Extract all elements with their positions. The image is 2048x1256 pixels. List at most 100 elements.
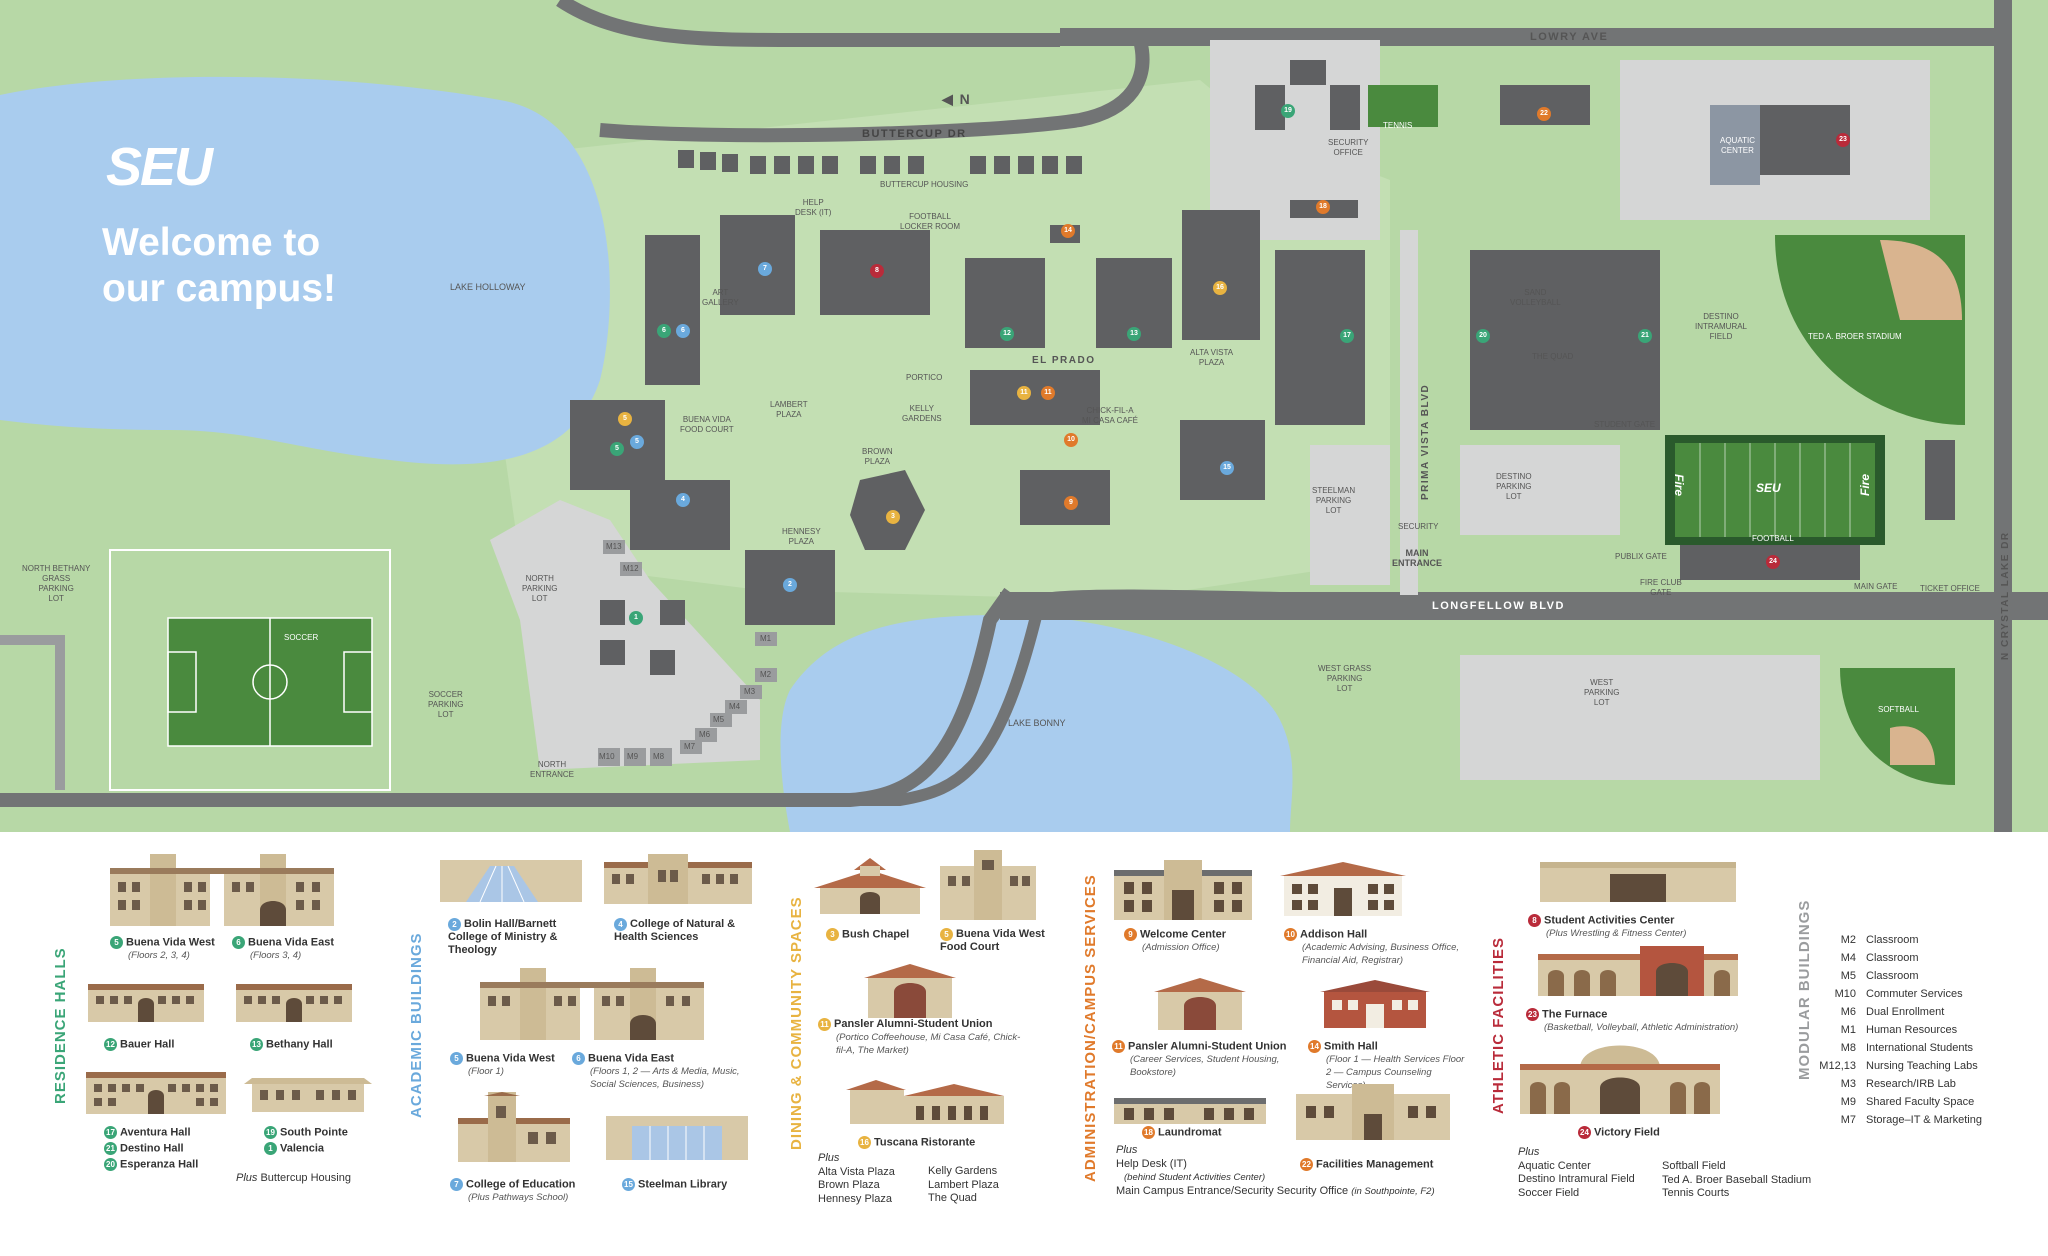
- label-student-gate: STUDENT GATE: [1594, 420, 1656, 429]
- modular-code: M4: [1840, 952, 1856, 964]
- modular-label: M10: [599, 752, 615, 761]
- campus-map-canvas: [0, 0, 2048, 832]
- map-badge-20[interactable]: 20: [1476, 329, 1490, 343]
- map-badge-19[interactable]: 19: [1281, 104, 1295, 118]
- bauer-hall-illustration: [88, 984, 204, 1022]
- map-badge-6-academic[interactable]: 6: [676, 324, 690, 338]
- badge: 5: [110, 936, 123, 949]
- plaza-name: Alta Vista Plaza: [818, 1165, 895, 1178]
- item-sub: (Plus Pathways School): [468, 1192, 569, 1204]
- label-softball: SOFTBALL: [1878, 705, 1919, 714]
- map-badge-24[interactable]: 24: [1766, 555, 1780, 569]
- badge: 11: [818, 1018, 831, 1031]
- map-badge-5-academic[interactable]: 5: [630, 435, 644, 449]
- steelman-library-illustration: [606, 1116, 748, 1160]
- item-name: Aventura Hall: [120, 1126, 191, 1139]
- victory-field-illustration: [1520, 1045, 1720, 1114]
- north-label: N: [959, 91, 972, 107]
- map-badge-10[interactable]: 10: [1064, 433, 1078, 447]
- map-badge-11-admin[interactable]: 11: [1041, 386, 1055, 400]
- label-soccer-lot: SOCCER PARKING LOT: [428, 690, 464, 719]
- map-badge-5[interactable]: 5: [610, 442, 624, 456]
- label-west-lot: WEST PARKING LOT: [1584, 678, 1620, 707]
- map-badge-6[interactable]: 6: [657, 324, 671, 338]
- map-badge-21[interactable]: 21: [1638, 329, 1652, 343]
- map-badge-18[interactable]: 18: [1316, 200, 1330, 214]
- map-badge-14[interactable]: 14: [1061, 224, 1075, 238]
- map-badge-15[interactable]: 15: [1220, 461, 1234, 475]
- map-badge-22[interactable]: 22: [1537, 107, 1551, 121]
- campus-map[interactable]: SEU Welcome to our campus! LOWRY AVE BUT…: [0, 0, 2048, 832]
- item-name: Addison Hall: [1300, 928, 1368, 941]
- smith-hall-illustration: [1320, 980, 1430, 1028]
- label-aquatic: AQUATIC CENTER: [1720, 136, 1755, 155]
- map-badge-8[interactable]: 8: [870, 264, 884, 278]
- map-badge-12[interactable]: 12: [1000, 327, 1014, 341]
- item-name: Bauer Hall: [120, 1038, 175, 1051]
- item-sub: (Plus Wrestling & Fitness Center): [1546, 928, 1687, 940]
- item-name: Buena Vida West Food Court: [940, 928, 1045, 953]
- map-badge-11-dining[interactable]: 11: [1017, 386, 1031, 400]
- item-name: College of Natural & Health Sciences: [614, 918, 736, 943]
- map-badge-13[interactable]: 13: [1127, 327, 1141, 341]
- item-name: Laundromat: [1158, 1126, 1222, 1139]
- map-badge-16[interactable]: 16: [1213, 281, 1227, 295]
- map-badge-17[interactable]: 17: [1340, 329, 1354, 343]
- item-name: The Furnace: [1542, 1008, 1608, 1021]
- map-badge-2[interactable]: 2: [783, 578, 797, 592]
- badge: 16: [858, 1136, 871, 1149]
- plus-text: Buttercup Housing: [260, 1172, 351, 1184]
- bush-chapel-illustration: [814, 858, 926, 914]
- modular-code: M3: [1840, 1078, 1856, 1090]
- badge: 21: [104, 1142, 117, 1155]
- addison-hall-illustration: [1280, 862, 1406, 916]
- map-badge-5-food[interactable]: 5: [618, 412, 632, 426]
- item-name: Bolin Hall/Barnett College of Ministry &…: [448, 918, 558, 956]
- main-entrance-security-sub: (in Southpointe, F2): [1351, 1185, 1435, 1197]
- welcome-title: Welcome to our campus!: [102, 220, 336, 312]
- prima-vista-blvd: [1400, 230, 1418, 595]
- item-name: College of Education: [466, 1178, 576, 1191]
- map-badge-7[interactable]: 7: [758, 262, 772, 276]
- map-badge-3[interactable]: 3: [886, 510, 900, 524]
- badge: 14: [1308, 1040, 1321, 1053]
- map-badge-9[interactable]: 9: [1064, 496, 1078, 510]
- facility-name: Destino Intramural Field: [1518, 1173, 1635, 1185]
- map-badge-1[interactable]: 1: [629, 611, 643, 625]
- item-name: South Pointe: [280, 1126, 348, 1139]
- label-the-quad: THE QUAD: [1532, 352, 1574, 361]
- map-badge-23[interactable]: 23: [1836, 133, 1850, 147]
- map-badge-4[interactable]: 4: [676, 493, 690, 507]
- campus-core: [500, 80, 1390, 600]
